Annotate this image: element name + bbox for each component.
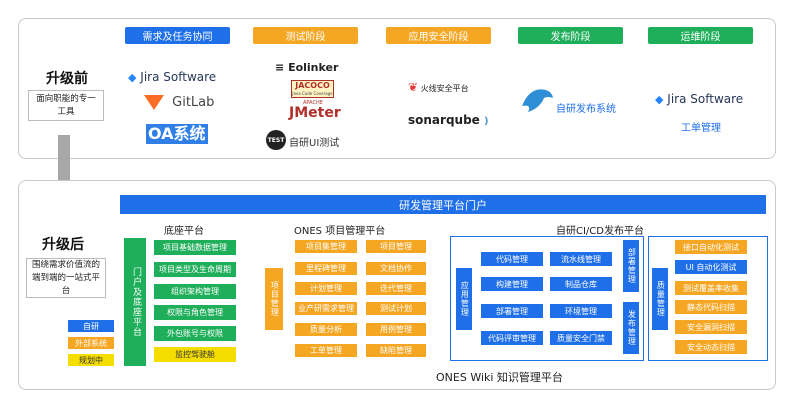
quality-item-3: 静态代码扫描: [675, 300, 747, 314]
legend-in-progress: 规划中: [68, 354, 114, 366]
base-item-2: 组织架构管理: [154, 284, 236, 299]
base-item-0: 项目基础数据管理: [154, 240, 236, 255]
cicd-col1-2: 部署管理: [481, 304, 543, 318]
ones-col2-4: 用例管理: [366, 323, 426, 336]
ones-col1-2: 计划管理: [295, 282, 357, 295]
cicd-title: 自研CI/CD发布平台: [556, 226, 644, 237]
ones-col1-3: 业产研需求管理: [295, 302, 357, 315]
quality-side-bar: 质量管理: [652, 268, 668, 330]
quality-item-0: 接口自动化测试: [675, 240, 747, 254]
legend-external: 外部系统: [68, 337, 114, 349]
ones-col1-4: 质量分析: [295, 323, 357, 336]
jacoco-logo: JACOCO Java Code Coverage: [291, 80, 334, 98]
quality-item-2: 测试覆盖率收集: [675, 281, 747, 295]
before-desc: 面向职能的专一工具: [28, 90, 104, 121]
ones-col2-2: 迭代管理: [366, 282, 426, 295]
cicd-col2-1: 制品仓库: [550, 277, 612, 291]
self-ui-test-label: 自研UI测试: [289, 138, 340, 149]
legend-self: 自研: [68, 320, 114, 332]
base-item-4: 外包账号与权限: [154, 326, 236, 341]
jacoco-sub: Java Code Coverage: [292, 91, 333, 96]
stage-testing: 测试阶段: [253, 27, 358, 44]
jira-logo: ◆ Jira Software: [128, 70, 216, 84]
base-item-1: 项目类型及生命周期: [154, 262, 236, 277]
oa-logo: OA系统: [146, 124, 208, 144]
ones-col1-0: 项目集管理: [295, 240, 357, 253]
flame-icon: ❦: [408, 80, 419, 94]
ones-title: ONES 项目管理平台: [294, 226, 386, 237]
ones-col1-1: 里程碑管理: [295, 262, 357, 275]
huoxian-logo: ❦ 火线安全平台: [408, 80, 469, 94]
eolinker-label: Eolinker: [288, 61, 339, 74]
cicd-col1-1: 构建管理: [481, 277, 543, 291]
base-title: 底座平台: [164, 226, 204, 237]
stage-requirements: 需求及任务协同: [125, 27, 230, 44]
base-side-bar: 门户及底座平台: [124, 238, 146, 366]
jira-label-ops: Jira Software: [667, 92, 744, 106]
gitlab-label: GitLab: [172, 95, 215, 110]
jira-label: Jira Software: [140, 70, 217, 84]
after-desc: 围绕需求价值流的端到端的一站式平台: [26, 258, 106, 298]
sonarqube-label: sonarqube: [408, 113, 480, 127]
jira-icon: ◆: [128, 71, 137, 84]
test-badge-icon: TEST: [266, 130, 286, 150]
cicd-side-publish: 发布管理: [623, 302, 639, 354]
jira-icon-ops: ◆: [655, 93, 664, 106]
base-item-3: 权限与角色管理: [154, 305, 236, 320]
after-title: 升级后: [42, 237, 84, 253]
gitlab-icon: [144, 95, 164, 110]
cicd-frame: [450, 236, 644, 361]
ones-col2-3: 测试计划: [366, 302, 426, 315]
quality-item-4: 安全漏洞扫描: [675, 320, 747, 334]
cicd-col2-0: 流水线管理: [550, 252, 612, 266]
ones-col2-1: 文档协作: [366, 262, 426, 275]
portal-bar: 研发管理平台门户: [120, 195, 766, 214]
ones-col2-5: 缺陷管理: [366, 344, 426, 357]
sonarqube-logo: sonarqube ): [408, 113, 489, 127]
dolphin-icon: [520, 84, 554, 118]
self-release-label: 自研发布系统: [556, 104, 616, 115]
quality-item-5: 安全动态扫描: [675, 340, 747, 354]
cicd-side-app: 应用管理: [456, 268, 472, 330]
sonarqube-wave-icon: ): [484, 116, 489, 127]
eolinker-icon: ≡: [275, 61, 285, 74]
ticket-label: 工单管理: [681, 123, 721, 134]
apache-label: APACHE: [303, 100, 323, 106]
base-item-5: 监控驾驶舱: [154, 347, 236, 362]
jacoco-label: JACOCO: [295, 81, 330, 90]
jira-logo-ops: ◆ Jira Software: [655, 92, 743, 106]
cicd-col2-2: 环境管理: [550, 304, 612, 318]
cicd-col1-0: 代码管理: [481, 252, 543, 266]
stage-appsec: 应用安全阶段: [386, 27, 491, 44]
eolinker-logo: ≡ Eolinker: [275, 61, 338, 74]
huoxian-label: 火线安全平台: [420, 84, 469, 93]
ones-col2-0: 项目管理: [366, 240, 426, 253]
cicd-col2-3: 质量安全门禁: [550, 331, 612, 345]
ones-side-bar: 项目管理: [265, 268, 283, 330]
cicd-col1-3: 代码评审管理: [481, 331, 543, 345]
jmeter-label: JMeter: [289, 105, 341, 121]
quality-frame: [648, 236, 768, 361]
jmeter-logo: APACHE JMeter: [289, 100, 341, 120]
cicd-side-deploy: 部署管理: [623, 240, 639, 292]
stage-release: 发布阶段: [518, 27, 623, 44]
ones-col1-5: 工单管理: [295, 344, 357, 357]
quality-item-1: UI 自动化测试: [675, 260, 747, 274]
gitlab-logo: GitLab: [144, 95, 214, 110]
wiki-title: ONES Wiki 知识管理平台: [436, 371, 563, 384]
stage-ops: 运维阶段: [648, 27, 753, 44]
before-title: 升级前: [46, 71, 88, 87]
